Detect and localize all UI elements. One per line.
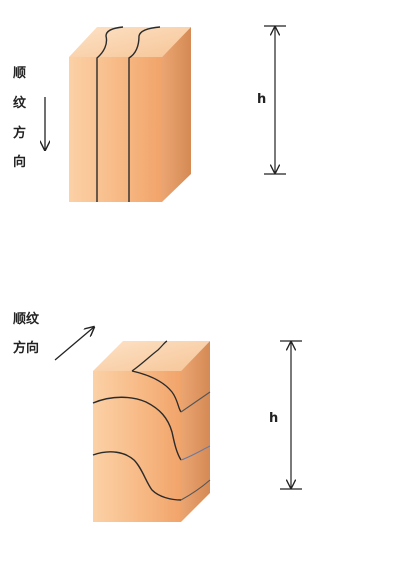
grain-direction-label-line2: 方向 [13,340,39,356]
block2-front-face [93,371,181,522]
block1-side-face [162,27,191,202]
grain-direction-char-3: 方 [13,125,26,141]
height-label-1: h [257,92,266,107]
block1-front-face [69,57,162,202]
block1-grain-line-2 [128,26,161,202]
block1-top-face [69,27,191,57]
height-dimension-2 [280,340,302,490]
grain-direction-char-4: 向 [13,154,26,170]
block2-front-grain-2 [92,451,182,501]
block2-side-face [181,341,210,522]
block1-grain-line-1 [96,26,124,202]
block2-side-grain-3 [180,479,211,501]
block2-front-grain-top-curl [131,370,182,413]
block-bottom-figure [92,340,211,522]
height-label-2: h [269,411,278,426]
block2-top-grain [131,340,168,372]
grain-direction-diagonal-arrow [54,327,94,361]
grain-direction-label-line1: 顺纹 [13,311,40,327]
grain-direction-char-2: 纹 [13,95,27,111]
block2-side-grain-2 [180,445,211,461]
height-dimension-1 [264,25,286,175]
block-top-figure [69,26,191,202]
grain-direction-char-1: 顺 [13,66,26,81]
block2-front-grain-1 [92,396,182,461]
block2-side-grain-1 [180,391,211,413]
